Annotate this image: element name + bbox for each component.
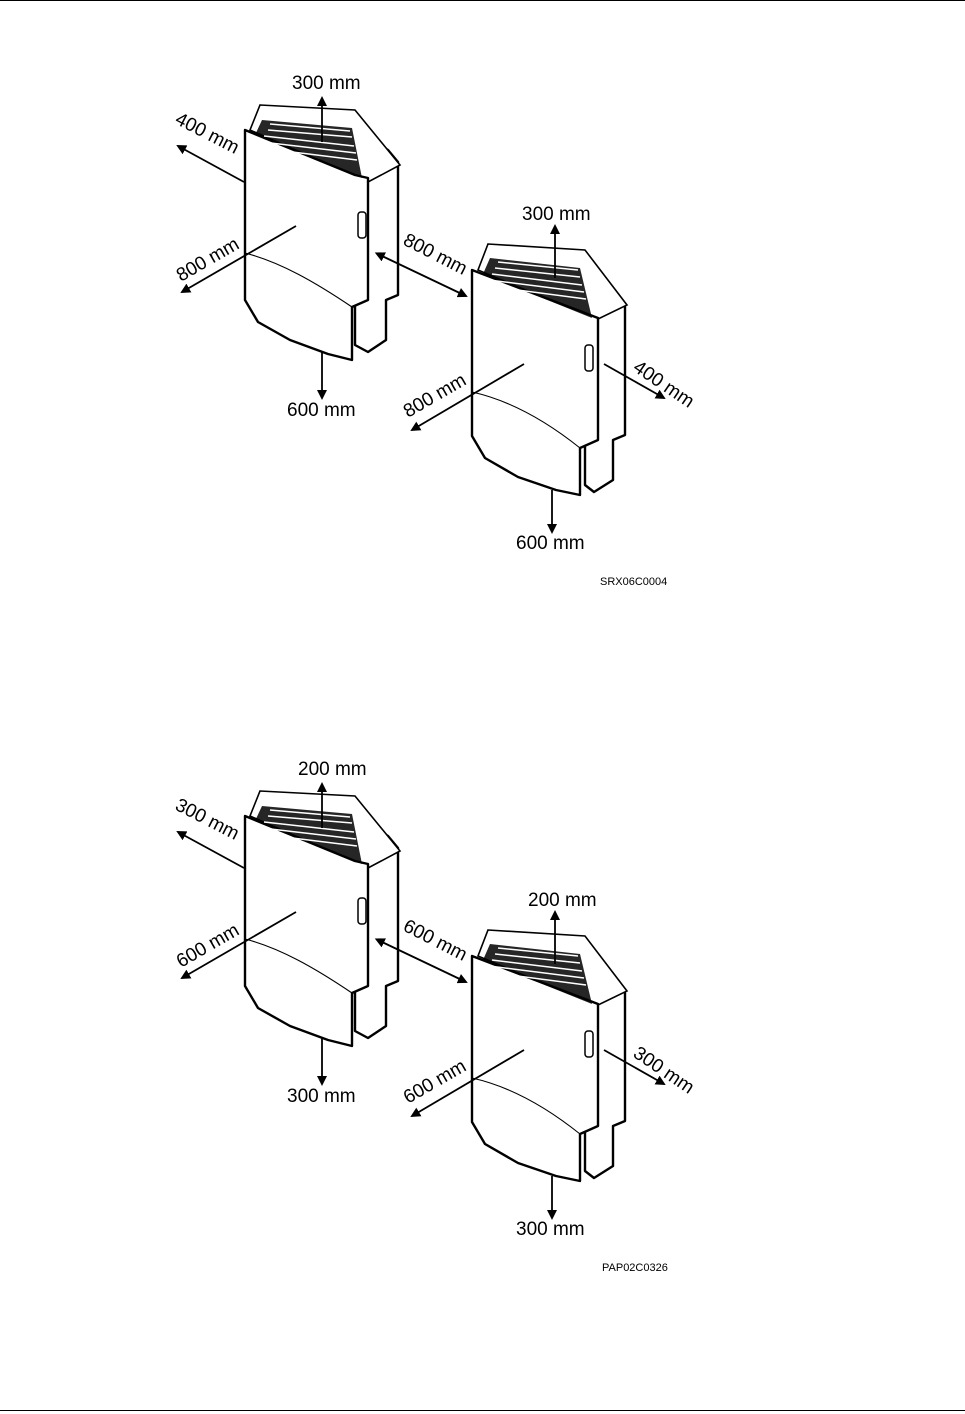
label-b-top: 300 mm — [522, 204, 591, 225]
label-d-front: 600 mm — [400, 1056, 470, 1109]
label-a-front: 800 mm — [173, 234, 243, 287]
label-a-left: 400 mm — [172, 109, 243, 159]
label-a-top: 300 mm — [292, 73, 361, 94]
label-a-right: 800 mm — [400, 230, 471, 280]
latch-c — [358, 898, 366, 924]
cabinet-a — [245, 105, 400, 360]
label-c-right: 600 mm — [400, 916, 471, 966]
latch-b — [585, 345, 593, 371]
label-b-front: 800 mm — [400, 370, 470, 423]
cabinet-b — [472, 244, 627, 495]
cabinet-c — [245, 791, 400, 1046]
label-c-front: 600 mm — [173, 920, 243, 973]
label-b-bottom: 600 mm — [516, 533, 585, 554]
cabinet-d — [472, 930, 627, 1181]
footer-rule — [0, 1410, 965, 1411]
latch-a — [358, 212, 366, 238]
label-d-bottom: 300 mm — [516, 1219, 585, 1240]
label-a-bottom: 600 mm — [287, 400, 356, 421]
clearance-diagram-2: 200 mm 300 mm 600 mm 600 mm 300 mm 200 m… — [0, 686, 965, 1386]
clearance-diagram-1: 300 mm 400 mm 800 mm 800 mm 600 mm 300 m… — [0, 0, 965, 700]
label-d-top: 200 mm — [528, 890, 597, 911]
label-c-top: 200 mm — [298, 759, 367, 780]
figure-code-2: PAP02C0326 — [602, 1262, 668, 1274]
label-c-left: 300 mm — [172, 795, 243, 845]
figure-code-1: SRX06C0004 — [600, 576, 667, 588]
label-c-bottom: 300 mm — [287, 1086, 356, 1107]
latch-d — [585, 1031, 593, 1057]
